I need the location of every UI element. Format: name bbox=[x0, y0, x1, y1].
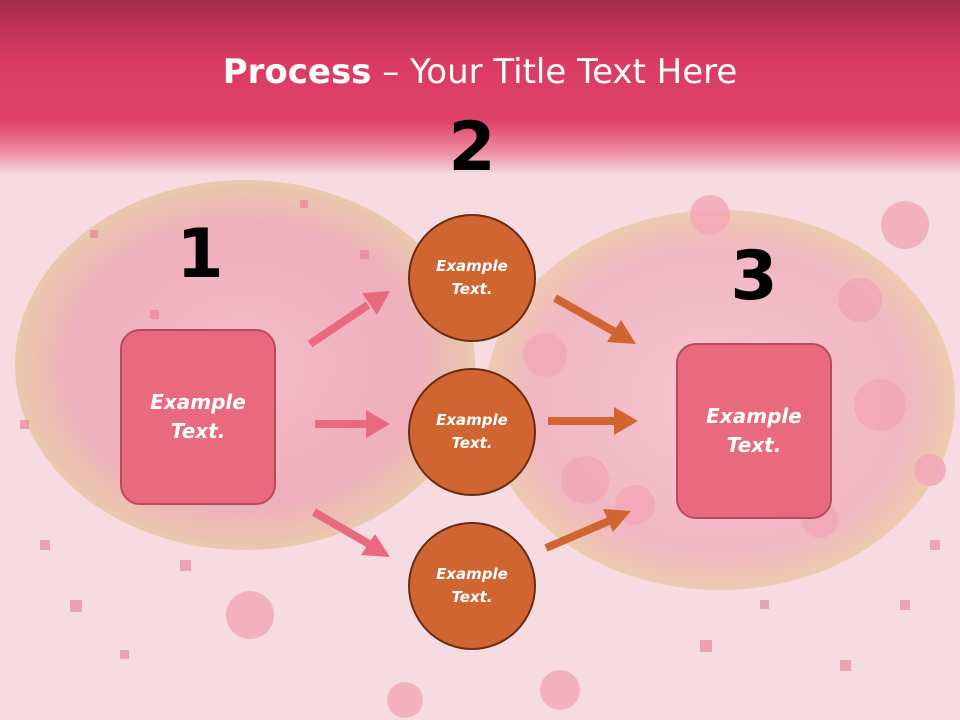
circle-middle-line1: Example bbox=[436, 411, 508, 429]
step-2-circle-bottom[interactable]: Example Text. bbox=[408, 522, 536, 650]
step-number-3: 3 bbox=[730, 237, 778, 316]
circle-top-line1: Example bbox=[436, 257, 508, 275]
step-3-text-line2: Text. bbox=[726, 433, 782, 457]
title-rest: – Your Title Text Here bbox=[371, 52, 738, 92]
circle-top-line2: Text. bbox=[451, 280, 493, 298]
slide-title: Process – Your Title Text Here bbox=[0, 52, 960, 92]
step-3-box[interactable]: Example Text. bbox=[676, 343, 832, 519]
circle-bottom-line1: Example bbox=[436, 565, 508, 583]
step-1-text-line2: Text. bbox=[170, 419, 226, 443]
step-1-text-line1: Example bbox=[150, 390, 246, 414]
step-number-2: 2 bbox=[448, 108, 496, 187]
circle-middle-line2: Text. bbox=[451, 434, 493, 452]
step-1-box[interactable]: Example Text. bbox=[120, 329, 276, 505]
step-number-1: 1 bbox=[176, 215, 224, 294]
step-2-circle-top[interactable]: Example Text. bbox=[408, 214, 536, 342]
circle-bottom-line2: Text. bbox=[451, 588, 493, 606]
header-band bbox=[0, 0, 960, 175]
title-bold: Process bbox=[222, 52, 372, 92]
step-3-text-line1: Example bbox=[706, 404, 802, 428]
step-2-circle-middle[interactable]: Example Text. bbox=[408, 368, 536, 496]
